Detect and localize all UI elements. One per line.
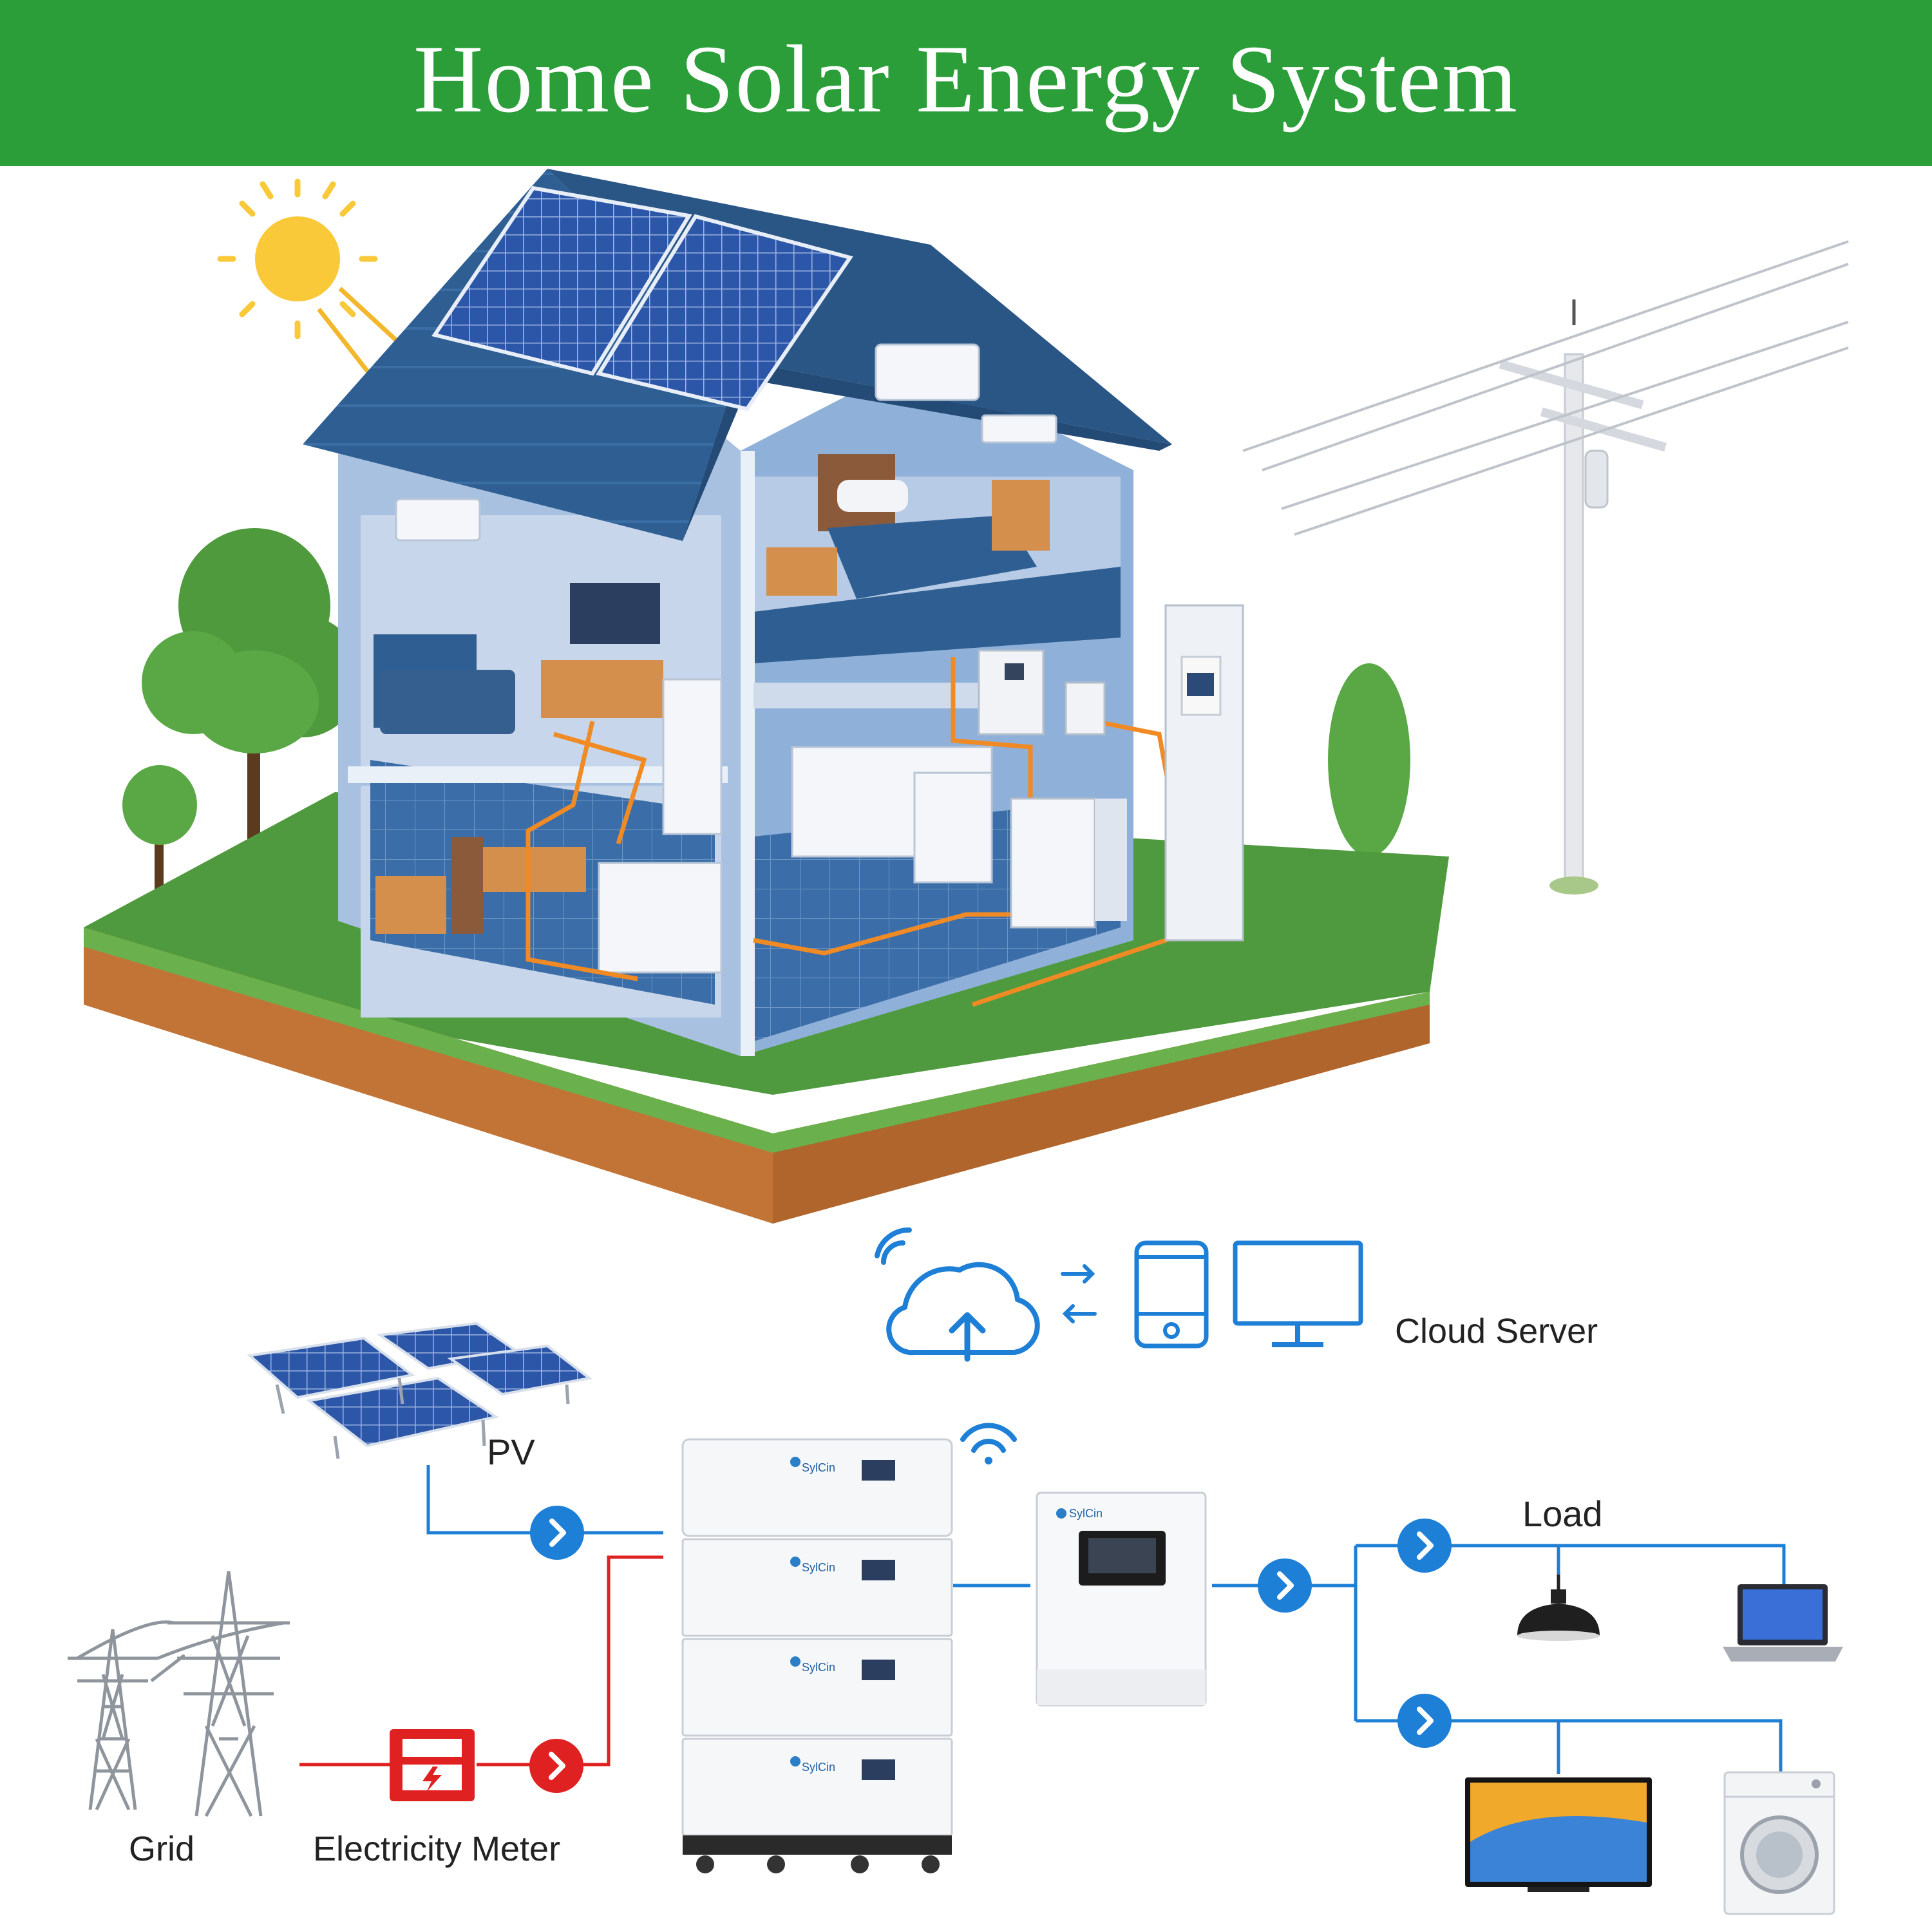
- monitor-icon: [1233, 1240, 1363, 1347]
- cloud-server-label: Cloud Server: [1395, 1312, 1598, 1350]
- brand-label: SylCin: [802, 1661, 835, 1674]
- flow-lines: [426, 1465, 1786, 1777]
- brand-label: SylCin: [1069, 1507, 1103, 1520]
- load-flow-arrow-top: [1397, 1519, 1452, 1573]
- cloud-upload-icon: [886, 1262, 1040, 1362]
- brand-label: SylCin: [802, 1561, 835, 1574]
- utility-pole-icon: [1242, 240, 1849, 895]
- wifi-icon: [960, 1423, 1017, 1464]
- pv-flow-arrow: [530, 1506, 584, 1560]
- brand-label: SylCin: [802, 1761, 835, 1774]
- load-flow-arrow-bottom: [1397, 1694, 1452, 1748]
- tv-icon: [1465, 1777, 1652, 1892]
- washing-machine-icon: [1723, 1771, 1835, 1915]
- laptop-icon: [1723, 1584, 1843, 1662]
- pv-label: PV: [487, 1432, 535, 1472]
- load-label: Load: [1522, 1493, 1603, 1534]
- inverter-flow-arrow: [1258, 1558, 1312, 1613]
- brand-label: SylCin: [802, 1461, 835, 1474]
- tree-icon: [122, 528, 361, 889]
- electricity-meter-icon: [390, 1729, 475, 1801]
- house: [303, 169, 1244, 1056]
- title-banner: Home Solar Energy System: [0, 0, 1932, 166]
- battery-stack-icon: [681, 1438, 953, 1873]
- wifi-icon: [875, 1227, 912, 1265]
- electricity-meter-label: Electricity Meter: [313, 1830, 561, 1868]
- inverter-icon: [1036, 1492, 1207, 1707]
- grid-flow-arrow: [529, 1739, 583, 1793]
- phone-icon: [1134, 1240, 1209, 1349]
- sync-arrows-icon: [1061, 1264, 1097, 1323]
- page-title: Home Solar Energy System: [413, 26, 1519, 133]
- grid-label: Grid: [129, 1830, 195, 1868]
- transmission-tower-icon: [68, 1571, 290, 1817]
- grid-flow-lines: [299, 1555, 663, 1766]
- pendant-lamp-icon: [1517, 1575, 1600, 1641]
- solar-panel-icon: [431, 185, 853, 412]
- solar-panel-icon: [247, 1321, 592, 1459]
